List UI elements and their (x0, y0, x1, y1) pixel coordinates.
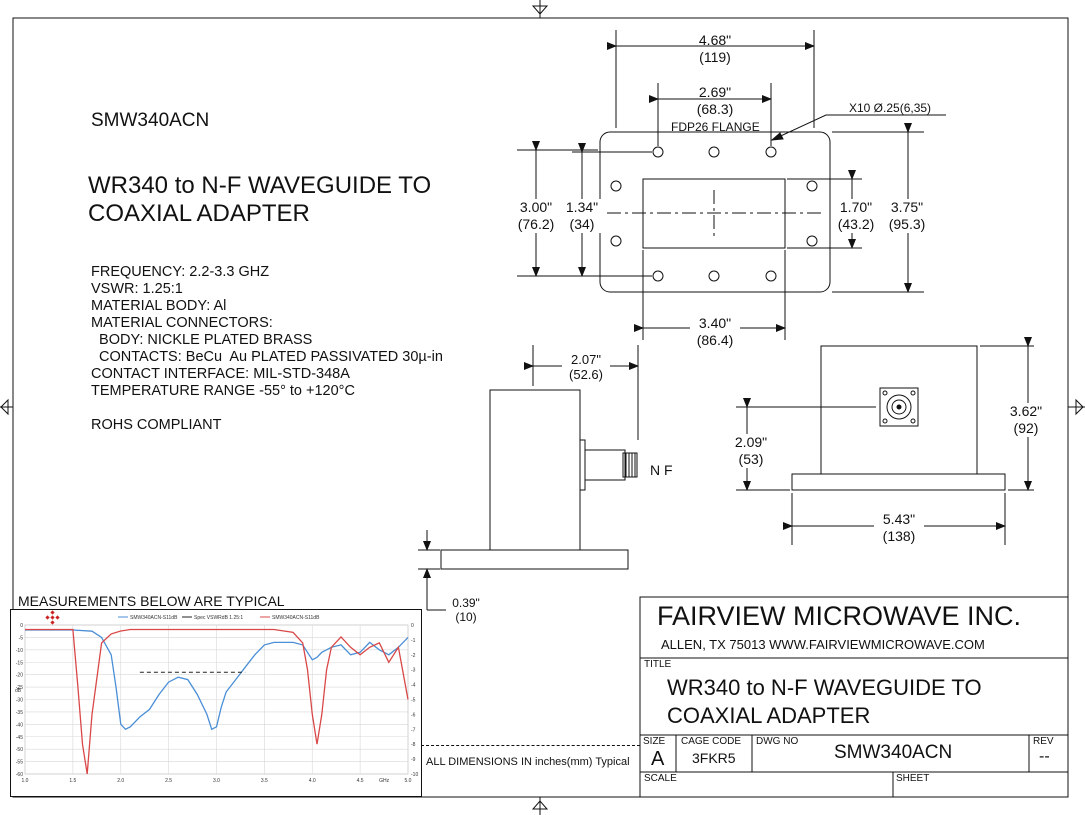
cage-code-value: 3FKR5 (692, 750, 736, 766)
y2-tick-label: -7 (411, 727, 416, 733)
scale-label: SCALE (644, 773, 677, 784)
dim-hole-height: 1.34"(34) (562, 199, 602, 233)
heading-line1: WR340 to N-F WAVEGUIDE TO (88, 172, 432, 199)
spec-line: MATERIAL BODY: Al (91, 298, 227, 314)
x-tick-label: 5.0 (405, 778, 412, 784)
y-tick-label: -10 (16, 648, 23, 654)
x-tick-label: 3.0 (213, 778, 220, 784)
front-base (791, 473, 1006, 491)
x-axis-label: GHz (379, 778, 390, 784)
part-number: SMW340ACN (91, 110, 210, 131)
y2-tick-label: -9 (411, 757, 416, 763)
heading-line2: COAXIAL ADAPTER (88, 200, 310, 227)
title-label: TITLE (644, 659, 672, 670)
dim-overall-width: 4.68"(119) (698, 32, 732, 65)
spec-line: BODY: NICKLE PLATED BRASS (91, 332, 313, 348)
legend-label-2: SMW340ACN-S11dB (272, 615, 320, 621)
spec-line: CONTACT INTERFACE: MIL-STD-348A (91, 366, 350, 382)
cage-code-label: CAGE CODE (681, 736, 742, 747)
spec-line: ROHS COMPLIANT (91, 417, 222, 433)
rev-label: REV (1033, 736, 1054, 747)
rev-value: -- (1039, 748, 1050, 765)
x-tick-label: 1.5 (69, 778, 76, 784)
legend-label-0: SMW340ACN-S11dB (130, 615, 178, 621)
y-tick-label: 0 (20, 623, 23, 629)
title-line1: WR340 to N-F WAVEGUIDE TO (667, 675, 982, 700)
y-axis-label: dB (15, 688, 22, 694)
flange-label: FDP26 FLANGE (671, 120, 760, 134)
y-tick-label: -15 (16, 660, 23, 666)
y2-tick-label: -2 (411, 653, 416, 659)
legend-label-1: Spec VSWRdB 1.25:1 (194, 615, 243, 621)
y2-tick-label: -6 (411, 712, 416, 718)
s11-chart: 0 -5 -10 -15 -20 -25 -30 -35 -40 -45 -50 -55 -60 0 -1 -… (10, 609, 422, 797)
x-tick-label: 1.0 (22, 778, 29, 784)
dim-connector-height: 2.09"(53) (728, 434, 774, 468)
y2-tick-label: 0 (411, 623, 414, 629)
y-tick-label: -50 (16, 747, 23, 753)
dim-flange-thickness: 0.39"(10) (452, 596, 480, 624)
front-connector (879, 387, 919, 427)
company-name: FAIRVIEW MICROWAVE INC. (657, 601, 1022, 631)
y-tick-label: -40 (16, 722, 23, 728)
y2-tick-label: -5 (411, 698, 416, 704)
y-tick-label: -25 (16, 685, 23, 691)
spec-line: VSWR: 1.25:1 (91, 281, 183, 297)
company-address: ALLEN, TX 75013 WWW.FAIRVIEWMICROWAVE.CO… (661, 637, 985, 652)
size-label: SIZE (643, 736, 666, 747)
series-line-2 (25, 628, 409, 775)
y2-tick-label: -1 (411, 638, 416, 644)
dim-overall-height: 3.00"(76.2) (512, 199, 560, 233)
dim-side-depth: 2.07"(52.6) (562, 352, 610, 382)
dim-base-width: 5.43"(138) (874, 511, 924, 545)
y-tick-label: -5 (19, 635, 24, 641)
holes-callout: X10 Ø.25(6,35) (849, 101, 932, 115)
flange-holes (610, 146, 818, 282)
dim-flange-inner: 2.69"(68.3) (696, 84, 734, 117)
sheet-label: SHEET (896, 773, 930, 784)
series-line-0 (25, 629, 409, 731)
dim-front-height: 3.62"(92) (1003, 403, 1049, 437)
all-dims-note: ALL DIMENSIONS IN inches(mm) Typical (426, 756, 630, 768)
x-tick-label: 2.0 (117, 778, 124, 784)
spec-line: FREQUENCY: 2.2-3.3 GHZ (91, 264, 270, 280)
side-connector-thread (622, 452, 638, 478)
y-tick-label: -20 (16, 673, 23, 679)
y2-tick-label: -4 (411, 683, 416, 689)
title-line2: COAXIAL ADAPTER (667, 703, 871, 728)
dim-aperture-height: 1.70"(43.2) (834, 199, 878, 233)
spec-line: MATERIAL CONNECTORS: (91, 315, 273, 331)
dim-flange-height: 3.75"(95.3) (884, 199, 930, 233)
y-tick-label: -45 (16, 735, 23, 741)
x-tick-label: 2.5 (165, 778, 172, 784)
note-box (421, 745, 640, 747)
y2-tick-label: -8 (411, 742, 416, 748)
side-flange (440, 549, 629, 570)
dwg-no-value: SMW340ACN (834, 742, 953, 763)
y-tick-label: -35 (16, 710, 23, 716)
y-tick-label: -60 (16, 772, 23, 778)
y2-tick-label: -10 (411, 772, 418, 778)
spec-line: TEMPERATURE RANGE -55° to +120°C (91, 383, 355, 399)
size-value: A (651, 748, 665, 770)
y2-tick-label: -3 (411, 668, 416, 674)
y-tick-label: -30 (16, 698, 23, 704)
y-tick-label: -55 (16, 760, 23, 766)
dwg-no-label: DWG NO (756, 736, 799, 747)
spec-line: CONTACTS: BeCu Au PLATED PASSIVATED 30µ-… (91, 349, 443, 365)
x-tick-label: 3.5 (261, 778, 268, 784)
dim-aperture-width: 3.40"(86.4) (690, 315, 740, 349)
connector-label: N F (650, 462, 673, 478)
x-tick-label: 4.0 (309, 778, 316, 784)
side-connector-body (584, 449, 626, 481)
x-tick-label: 4.5 (357, 778, 364, 784)
measurements-caption: MEASUREMENTS BELOW ARE TYPICAL (18, 593, 285, 609)
